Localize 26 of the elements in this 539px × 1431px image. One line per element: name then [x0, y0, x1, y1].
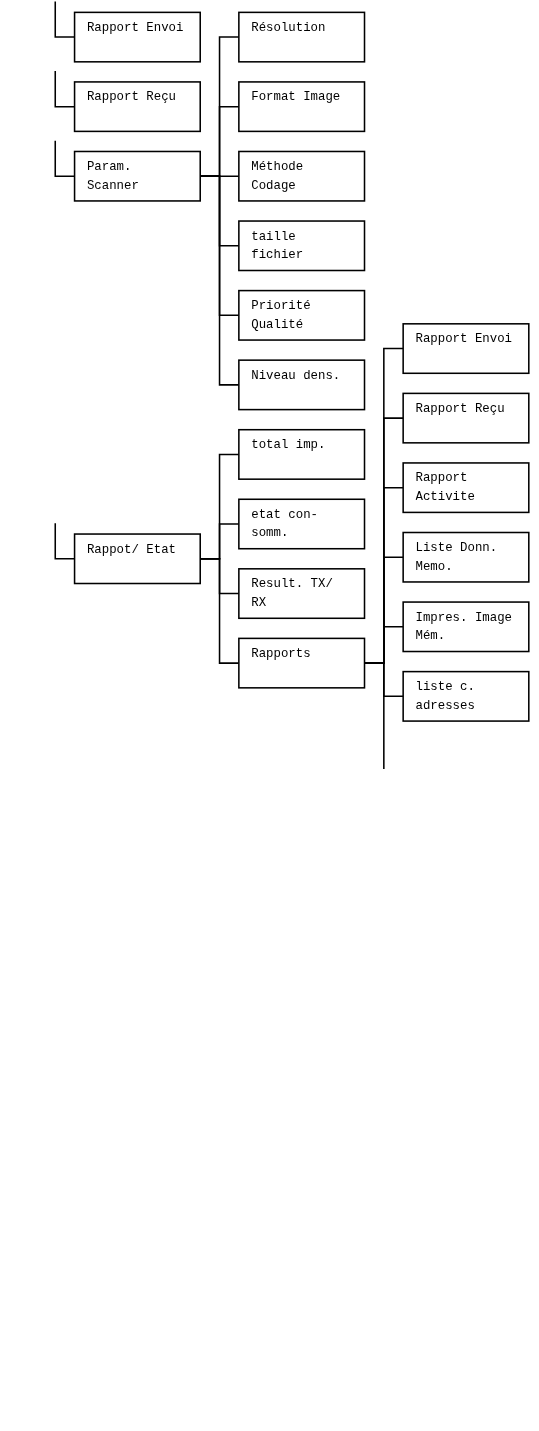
- node-box: Rapport Reçu: [73, 81, 201, 133]
- node-box: Liste Donn. Memo.: [401, 531, 530, 583]
- connector: [198, 175, 240, 386]
- node-box: Param. Scanner: [73, 150, 201, 202]
- node-box: total imp.: [237, 428, 365, 480]
- node-box: Rappot/ Etat: [73, 533, 201, 585]
- connector: [53, 139, 75, 177]
- node-box: Format Image: [237, 81, 365, 133]
- connector: [363, 662, 385, 770]
- node-box: Méthode Codage: [237, 150, 365, 202]
- connector: [53, 70, 75, 108]
- node-box: Rapport Reçu: [401, 392, 530, 444]
- node-box: taille fichier: [237, 220, 365, 272]
- connector: [53, 522, 75, 560]
- node-box: Rapport Envoi: [73, 11, 201, 63]
- node-box: liste c. adresses: [401, 670, 530, 722]
- node-box: Result. TX/ RX: [237, 568, 365, 620]
- node-box: Rapports: [237, 637, 365, 689]
- node-box: Rapport Envoi: [401, 323, 530, 375]
- node-box: Priorité Qualité: [237, 289, 365, 341]
- node-box: etat con- somm.: [237, 498, 365, 550]
- connector: [53, 0, 75, 38]
- node-box: Impres. Image Mém.: [401, 601, 530, 653]
- node-box: Résolution: [237, 11, 365, 63]
- node-box: Rapport Activite: [401, 462, 530, 514]
- node-box: Niveau dens.: [237, 359, 365, 411]
